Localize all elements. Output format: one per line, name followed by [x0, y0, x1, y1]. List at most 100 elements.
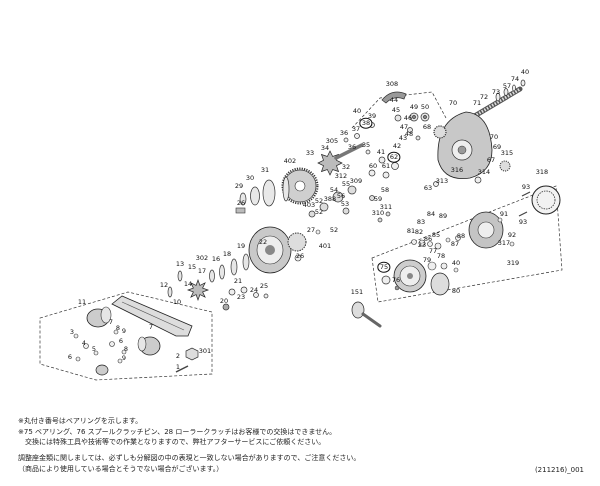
- roller-part-26: [235, 207, 246, 214]
- drive-gear: [281, 167, 319, 205]
- part-number: 52: [314, 196, 324, 205]
- part-number: 403: [302, 200, 316, 209]
- handle-arm: [111, 295, 193, 337]
- bearing-part-number: 38: [359, 117, 373, 129]
- part-number: 317: [497, 238, 511, 247]
- part-number: 15: [187, 262, 197, 271]
- part-number: 60: [368, 161, 378, 170]
- frame-cover-part: [287, 232, 307, 252]
- handle-nut: [185, 347, 199, 361]
- drag-small-rings: [222, 286, 269, 311]
- part-number: 93: [518, 217, 528, 226]
- part-number: 56: [336, 191, 346, 200]
- part-number: 305: [325, 136, 339, 145]
- part-number: 8: [115, 323, 121, 332]
- part-number: 53: [340, 199, 350, 208]
- part-number: 40: [520, 67, 530, 76]
- part-number: 26: [236, 198, 246, 207]
- part-80: [430, 272, 450, 296]
- part-number: 9: [121, 326, 127, 335]
- spool-clutch-pin: [394, 285, 400, 291]
- note-line: 交換には特殊工具や技術等での作業となりますので、弊社アフターサービスにご依頼くだ…: [25, 438, 326, 446]
- bearing-part-number: 62: [387, 151, 401, 163]
- small-part-313: [433, 181, 439, 187]
- part-number: 88: [456, 231, 466, 240]
- part-number: 388: [323, 194, 337, 203]
- part-number: 85: [431, 230, 441, 239]
- part-number: 50: [420, 102, 430, 111]
- part-number: 74: [510, 74, 520, 83]
- part-number: 9: [121, 353, 127, 362]
- part-number: 33: [305, 148, 315, 157]
- part-number: 21: [233, 276, 243, 285]
- reel-frame: [248, 226, 292, 274]
- line-guide: [351, 301, 382, 328]
- assembly-outlines: [39, 91, 563, 381]
- part-number: 58: [380, 185, 390, 194]
- part-number: 67: [486, 155, 496, 164]
- small-part-314: [474, 176, 482, 184]
- part-number: 82: [414, 227, 424, 236]
- part-number: 20: [219, 296, 229, 305]
- part-number: 25: [259, 281, 269, 290]
- spool: [393, 259, 427, 293]
- part-number: 2: [175, 351, 181, 360]
- part-number: 319: [506, 258, 520, 267]
- note-line: 調整座金類に関しましては、必ずしも分解図の中の表現と一致しない場合がありますので…: [18, 454, 361, 462]
- part-number: 78: [436, 251, 446, 260]
- frame-small-part: [294, 254, 302, 262]
- part-number: 10: [172, 297, 182, 306]
- handle-screw: [175, 365, 189, 373]
- handle-small-parts: [73, 329, 127, 364]
- part-number: 315: [500, 148, 514, 157]
- part-number: 301: [198, 346, 212, 355]
- part-number: 52: [329, 225, 339, 234]
- part-number: 69: [492, 142, 502, 151]
- part-number: 36: [339, 128, 349, 137]
- part-number: 89: [438, 211, 448, 220]
- part-number: 22: [258, 237, 268, 246]
- part-number: 46: [403, 113, 413, 122]
- note-line: ※丸付き番号はベアリングを示します。: [18, 417, 143, 425]
- part-number: 40: [451, 258, 461, 267]
- right-side-plate: [437, 111, 493, 179]
- part-number: 48: [404, 129, 414, 138]
- part-number: 11: [77, 297, 87, 306]
- part-number: 14: [183, 279, 193, 288]
- part-number: 81: [406, 226, 416, 235]
- main-shaft: [334, 143, 364, 160]
- part-number: 7: [148, 322, 154, 331]
- top-assembly-outline: [351, 91, 447, 129]
- small-gear-315: [499, 160, 511, 172]
- brake-unit: [531, 185, 561, 215]
- part-number: 6: [67, 352, 73, 361]
- part-number: 63: [423, 183, 433, 192]
- left-side-plate: [468, 211, 504, 249]
- part-number: 84: [426, 209, 436, 218]
- drag-washers: [239, 176, 290, 207]
- part-number: 309: [349, 176, 363, 185]
- part-number: 3: [69, 327, 75, 336]
- part-number: 39: [367, 111, 377, 120]
- part-number: 93: [521, 182, 531, 191]
- part-number: 73: [491, 87, 501, 96]
- part-number: 71: [472, 98, 482, 107]
- part-number: 57: [502, 81, 512, 90]
- part-number: 4: [81, 338, 87, 347]
- handle-knob-cap: [95, 364, 109, 376]
- bearing-part-number: 75: [377, 261, 391, 273]
- left-side-assembly-outline: [371, 185, 563, 303]
- part-number: 308: [385, 79, 399, 88]
- frame-screw: [315, 229, 321, 235]
- part-number: 45: [391, 105, 401, 114]
- part-number: 41: [376, 147, 386, 156]
- part-number: 52: [314, 207, 324, 216]
- part-number: 36: [347, 142, 357, 151]
- part-number: 151: [350, 287, 364, 296]
- part-number: 87: [450, 239, 460, 248]
- part-number: 77: [428, 246, 438, 255]
- part-number: 59: [373, 194, 383, 203]
